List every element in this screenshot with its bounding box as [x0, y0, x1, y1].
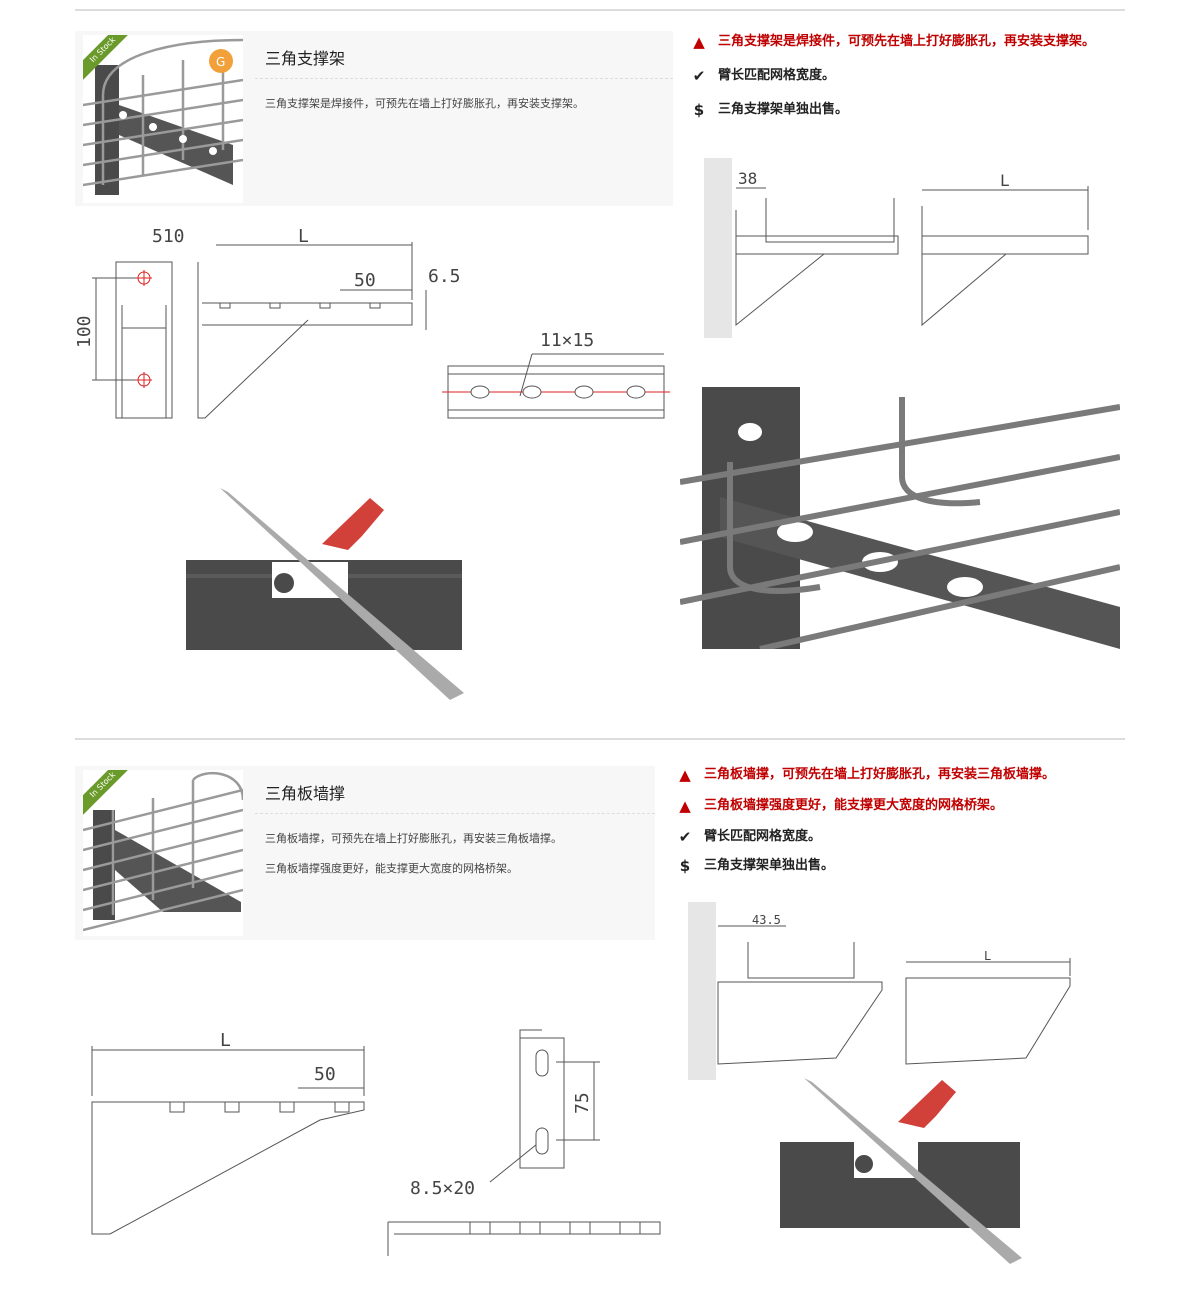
- dim-slot-pitch: 50: [354, 270, 376, 291]
- bracket-technical-drawing: 510 L 50 6.5 100 11×15: [74, 226, 670, 419]
- note-warning: ▲ 三角板墙撑，可预先在墙上打好膨胀孔，再安装三角板墙撑。: [676, 765, 1055, 785]
- product-thumbnail[interactable]: In Stock: [83, 770, 243, 936]
- note-text: 三角支撑架单独出售。: [704, 858, 835, 873]
- dim-thickness: 6.5: [428, 266, 461, 287]
- check-icon: ✔: [692, 67, 706, 85]
- check-icon: ✔: [678, 828, 692, 846]
- bracket-cable-tray-image: G: [83, 35, 243, 203]
- dim-slot-size: 8.5×20: [410, 1178, 475, 1199]
- installation-diagram: 43.5 L: [688, 902, 1071, 1080]
- title-divider: [255, 78, 673, 79]
- note-warning: ▲ 三角支撑架是焊接件，可预先在墙上打好膨胀孔，再安装支撑架。: [690, 32, 1095, 52]
- dim-length: L: [1000, 171, 1010, 190]
- dim-length: L: [220, 1030, 231, 1051]
- product-description: 三角板墙撑，可预先在墙上打好膨胀孔，再安装三角板墙撑。: [265, 832, 562, 845]
- red-arrow-icon: [898, 1080, 956, 1128]
- dim-hole-spacing: 75: [572, 1092, 593, 1114]
- svg-text:G: G: [216, 55, 225, 69]
- dim-length: L: [984, 949, 991, 963]
- product-title: 三角板墙撑: [265, 784, 346, 803]
- note-warning: ▲ 三角板墙撑强度更好，能支撑更大宽度的网格桥架。: [676, 796, 1003, 816]
- warning-icon: ▲: [679, 766, 691, 784]
- product-card-1: G In Stock 三角支撑架 三角支撑架是焊接件，可预先在墙上打好膨胀孔，再…: [75, 31, 673, 206]
- dollar-icon: $: [679, 857, 691, 875]
- dim-length: L: [298, 226, 309, 247]
- bracket-installed-render: [680, 387, 1120, 649]
- wall-plate-bracket-image: [83, 770, 243, 936]
- product-description: 三角板墙撑强度更好，能支撑更大宽度的网格桥架。: [265, 862, 518, 875]
- note-dollar: $ 三角支撑架单独出售。: [676, 856, 834, 876]
- dim-slot-pitch: 50: [314, 1064, 336, 1085]
- dollar-icon: $: [693, 101, 705, 119]
- slot-closeup-image: [186, 488, 464, 700]
- dim-offset: 43.5: [752, 913, 781, 927]
- note-text: 三角板墙撑，可预先在墙上打好膨胀孔，再安装三角板墙撑。: [704, 767, 1056, 782]
- note-check: ✔ 臂长匹配网格宽度。: [690, 66, 835, 86]
- installation-diagram: 38 L: [704, 158, 1089, 338]
- note-text: 臂长匹配网格宽度。: [704, 829, 822, 844]
- title-divider: [255, 813, 655, 814]
- note-text: 臂长匹配网格宽度。: [718, 68, 836, 83]
- note-text: 三角板墙撑强度更好，能支撑更大宽度的网格桥架。: [704, 798, 1004, 813]
- slot-closeup-image: [780, 1078, 1022, 1264]
- red-arrow-icon: [322, 498, 384, 550]
- warning-icon: ▲: [679, 797, 691, 815]
- note-text: 三角支撑架单独出售。: [718, 102, 849, 117]
- product-card-2: In Stock 三角板墙撑 三角板墙撑，可预先在墙上打好膨胀孔，再安装三角板墙…: [75, 766, 655, 940]
- section-divider: [75, 738, 1125, 740]
- product-thumbnail[interactable]: G In Stock: [83, 35, 243, 203]
- section-divider: [75, 9, 1125, 11]
- note-text: 三角支撑架是焊接件，可预先在墙上打好膨胀孔，再安装支撑架。: [718, 34, 1096, 49]
- dim-hole-spacing: 510: [152, 226, 185, 247]
- dim-height: 100: [74, 315, 95, 348]
- dim-slot-size: 11×15: [540, 330, 594, 351]
- note-check: ✔ 臂长匹配网格宽度。: [676, 827, 821, 847]
- note-dollar: $ 三角支撑架单独出售。: [690, 100, 848, 120]
- product-description: 三角支撑架是焊接件，可预先在墙上打好膨胀孔，再安装支撑架。: [265, 97, 584, 110]
- wall-plate-technical-drawing: L 50 75 8.5×20: [91, 1029, 661, 1256]
- warning-icon: ▲: [693, 33, 705, 51]
- brand-logo-icon: G: [209, 49, 233, 73]
- dim-offset: 38: [738, 169, 757, 188]
- product-title: 三角支撑架: [265, 49, 346, 68]
